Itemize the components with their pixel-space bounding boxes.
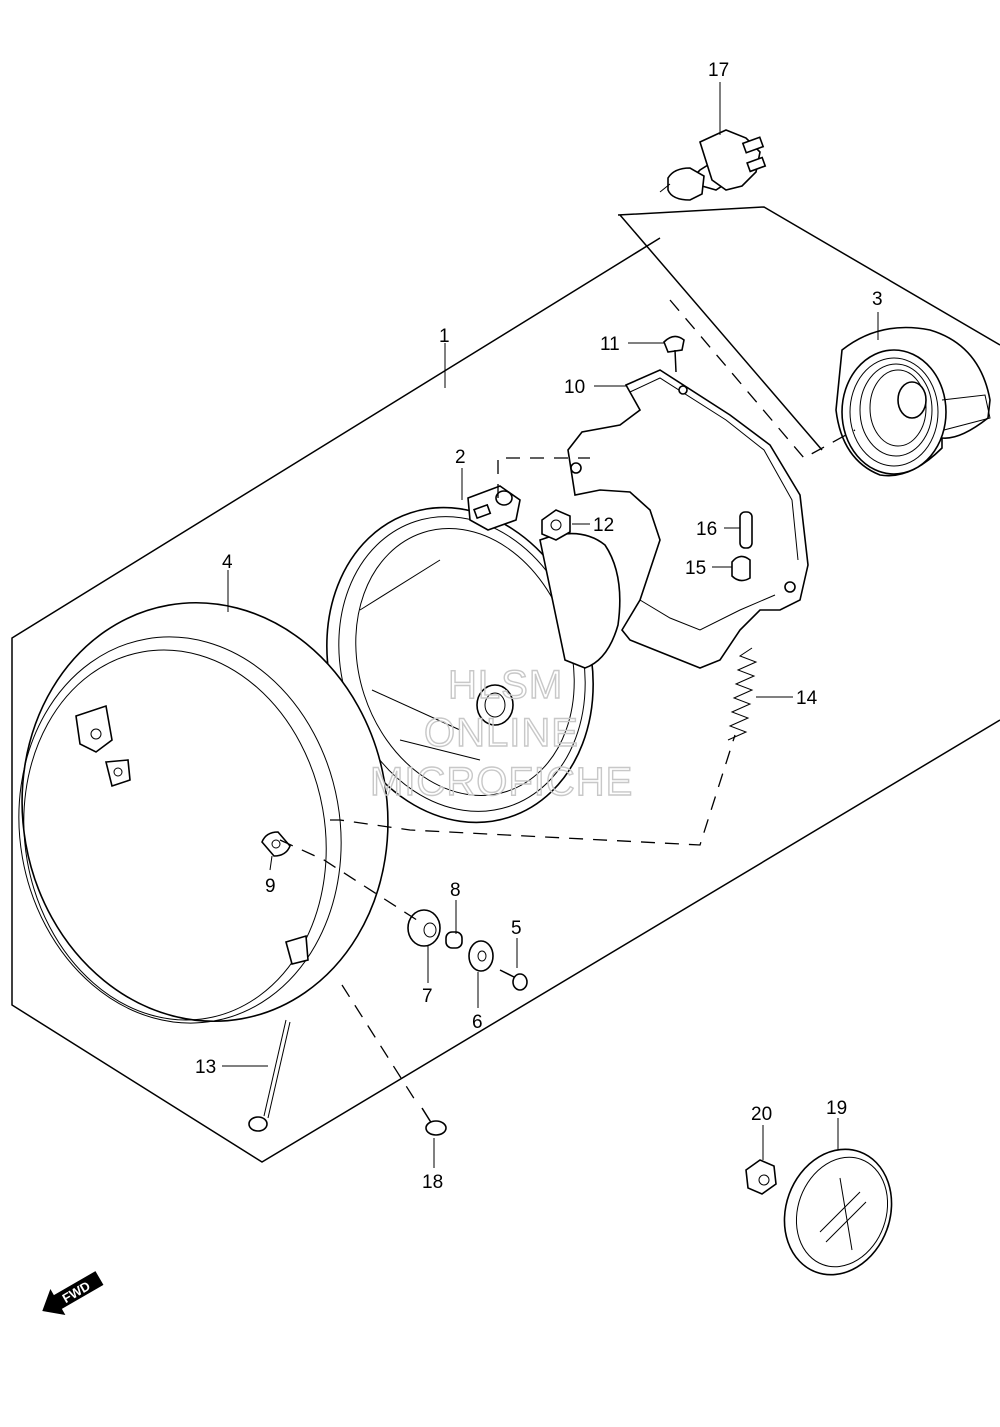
bracket-10[interactable] (567, 369, 809, 669)
callout-5: 5 (511, 918, 522, 939)
nut-12[interactable] (541, 509, 571, 541)
callout-6: 6 (472, 1012, 483, 1033)
callout-8: 8 (450, 880, 461, 901)
bulb-17[interactable] (659, 129, 767, 201)
callout-4: 4 (222, 552, 233, 573)
callout-14: 14 (796, 688, 818, 709)
spring-14[interactable] (727, 647, 758, 741)
headlight-housing-4[interactable] (0, 574, 421, 1051)
callout-15: 15 (685, 558, 706, 579)
callout-16: 16 (696, 519, 717, 540)
watermark-line-3: MICROFICHE (370, 760, 633, 804)
callout-9: 9 (265, 876, 276, 897)
spacer-8[interactable] (445, 931, 463, 949)
callout-17: 17 (708, 60, 729, 81)
nut-20[interactable] (745, 1159, 777, 1195)
cushion-7[interactable] (407, 909, 441, 947)
socket-cover-3[interactable] (835, 326, 991, 477)
callout-7: 7 (422, 986, 433, 1007)
spacer-16[interactable] (739, 511, 753, 549)
cap-19[interactable] (767, 1134, 909, 1290)
assembly-lines (279, 299, 856, 1101)
forward-arrow-icon: FWD (42, 1271, 104, 1315)
callout-20: 20 (751, 1104, 772, 1125)
screw-11[interactable] (663, 335, 685, 373)
callout-10: 10 (564, 377, 585, 398)
assembly-outline (11, 206, 1000, 1163)
callout-19: 19 (826, 1098, 847, 1119)
callout-12: 12 (593, 515, 614, 536)
watermark: HLSM ONLINE MICROFICHE (369, 662, 633, 804)
screw-5[interactable] (499, 969, 528, 991)
callout-2: 2 (455, 447, 466, 468)
callout-13: 13 (195, 1057, 216, 1078)
callout-3: 3 (872, 289, 883, 310)
watermark-line-2: ONLINE (424, 711, 579, 755)
screw-13[interactable] (248, 1019, 291, 1132)
watermark-line-1: HLSM (448, 663, 563, 707)
callout-labels: 17 3 1 11 10 2 12 16 15 14 4 9 8 5 7 6 1… (195, 60, 883, 1193)
callout-1: 1 (439, 326, 450, 347)
callout-18: 18 (422, 1172, 443, 1193)
nut-9[interactable] (261, 831, 291, 857)
headlight-unit-2[interactable] (287, 473, 633, 858)
callout-11: 11 (600, 334, 620, 355)
washer-6[interactable] (468, 940, 494, 972)
screw-18[interactable] (421, 1107, 447, 1136)
cushion-15[interactable] (731, 555, 751, 582)
leader-lines (222, 82, 879, 1168)
